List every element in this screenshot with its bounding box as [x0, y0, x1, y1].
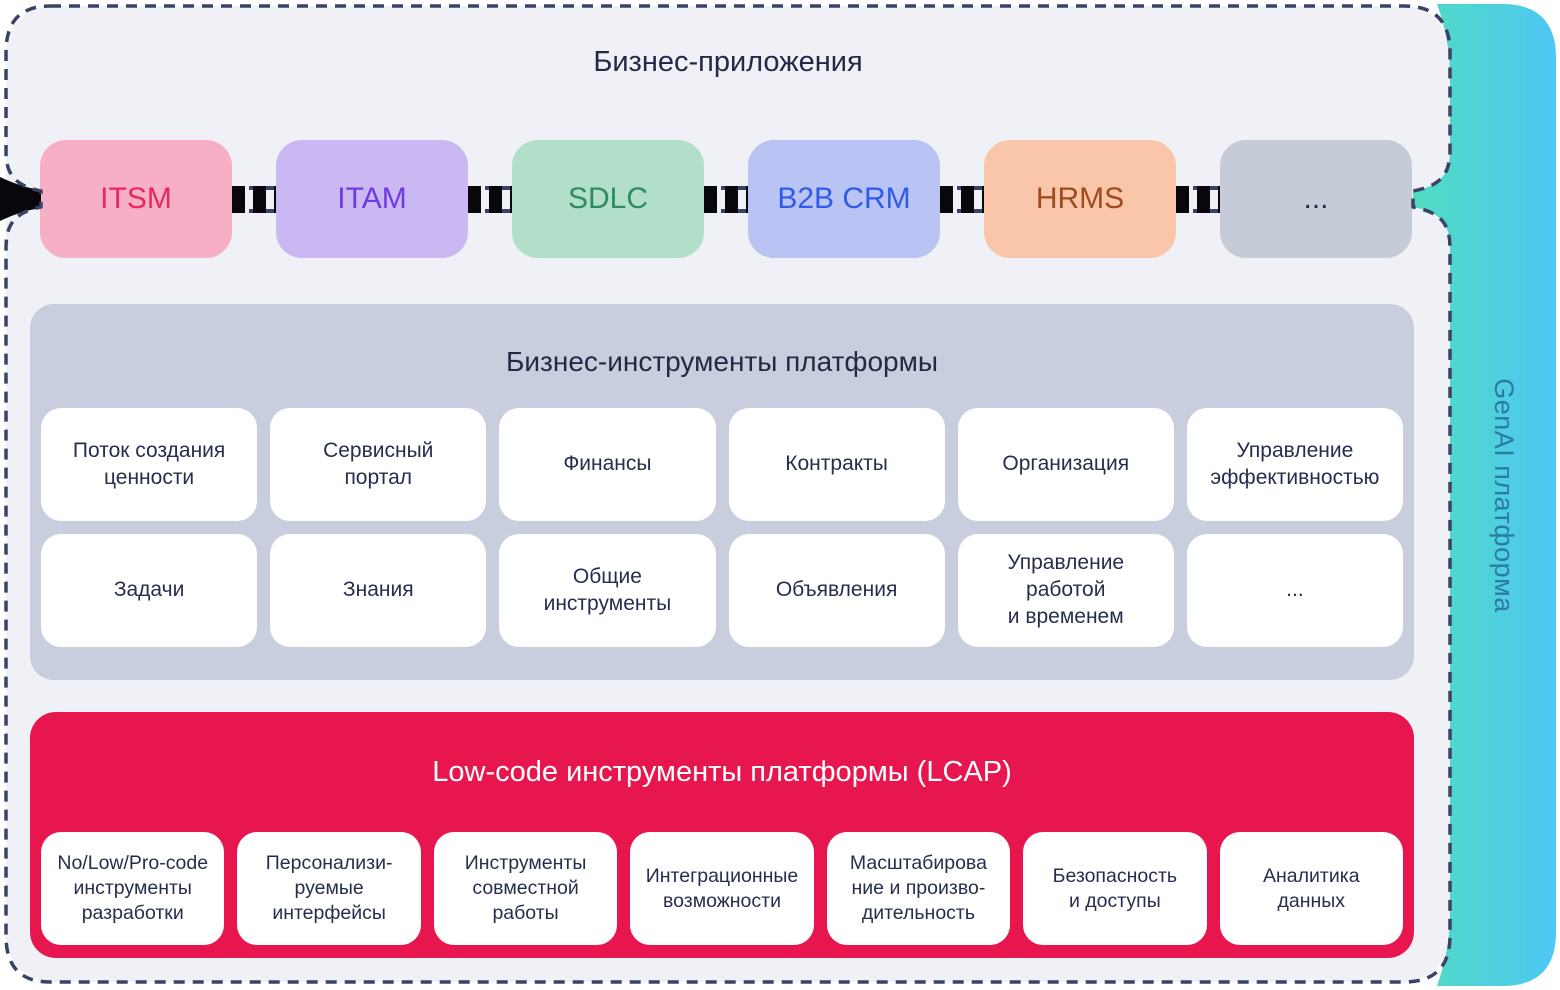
tool-card-work-time: Управление работой и временем	[957, 534, 1174, 647]
tool-card-finance: Финансы	[499, 408, 716, 521]
app-box-b2bcrm: B2B CRM	[748, 140, 940, 258]
tool-card-value-stream: Поток создания ценности	[41, 408, 258, 521]
business-tools-title: Бизнес-инструменты платформы	[506, 346, 938, 377]
lcap-card-dev-tools: No/Low/Pro-code инструменты разработки	[41, 832, 225, 945]
business-apps-row: ITSM ITAM SDLC B2B CRM HRMS ...	[40, 140, 1412, 258]
app-box-sdlc: SDLC	[512, 140, 704, 258]
lcap-title: Low-code инструменты платформы (LCAP)	[432, 756, 1012, 788]
lcap-card-analytics: Аналитика данных	[1219, 832, 1403, 945]
tool-card-organization: Организация	[957, 408, 1174, 521]
lcap-grid: No/Low/Pro-code инструменты разработки П…	[41, 832, 1403, 945]
business-apps-title: Бизнес-приложения	[593, 46, 863, 78]
tool-card-service-portal: Сервисный портал	[270, 408, 487, 521]
tool-card-performance: Управление эффективностью	[1186, 408, 1403, 521]
app-box-hrms: HRMS	[984, 140, 1176, 258]
app-box-more: ...	[1220, 140, 1412, 258]
tool-card-announcements: Объявления	[728, 534, 945, 647]
tool-card-common-tools: Общие инструменты	[499, 534, 716, 647]
tool-card-knowledge: Знания	[270, 534, 487, 647]
genai-platform-label: GenAI платформа	[1488, 377, 1519, 613]
platform-panel: Бизнес-приложения ITSM ITAM SDLC B2B CRM…	[6, 6, 1450, 982]
app-box-itsm: ITSM	[40, 140, 232, 258]
app-box-itam: ITAM	[276, 140, 468, 258]
app-connector	[704, 185, 748, 213]
lcap-card-scalability: Масштабирова ние и произво- дительность	[826, 832, 1011, 945]
app-connector	[940, 185, 984, 213]
business-tools-grid: Поток создания ценности Сервисный портал…	[41, 408, 1403, 647]
lcap-section: Low-code инструменты платформы (LCAP) No…	[30, 712, 1414, 958]
lcap-card-interfaces: Персонализи- руемые интерфейсы	[237, 832, 421, 945]
tool-card-more: ...	[1186, 534, 1403, 647]
genai-platform-bar: GenAI платформа	[1450, 0, 1556, 990]
business-tools-section: Бизнес-инструменты платформы Поток созда…	[30, 304, 1414, 680]
app-connector	[1176, 185, 1220, 213]
tool-card-tasks: Задачи	[41, 534, 258, 647]
app-connector	[468, 185, 512, 213]
tool-card-contracts: Контракты	[728, 408, 945, 521]
lcap-card-security: Безопасность и доступы	[1023, 832, 1207, 945]
app-connector	[232, 185, 276, 213]
lcap-card-collaboration: Инструменты совместной работы	[433, 832, 618, 945]
lcap-card-integration: Интеграционные возможности	[630, 832, 814, 945]
